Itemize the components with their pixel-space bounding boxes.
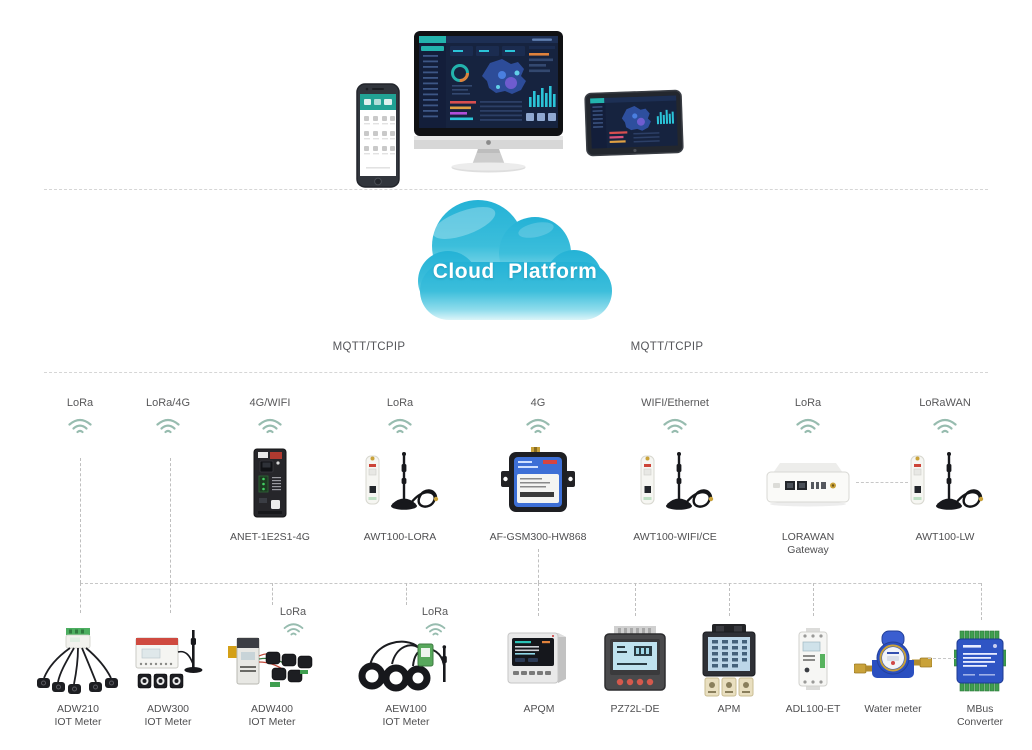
- protocol-label-left: MQTT/TCPIP: [332, 341, 406, 353]
- drop-line: [538, 583, 539, 616]
- desktop-monitor-image: [414, 31, 564, 175]
- cloud-shape: [406, 196, 624, 330]
- drop-line: [729, 583, 730, 616]
- wifi-icon: [525, 415, 551, 435]
- awt100-lora-device-image: [364, 448, 440, 514]
- apm-device-image: [698, 624, 760, 698]
- gateway-node-link-line: [856, 482, 908, 483]
- pz72l-de-device-image: [604, 626, 666, 692]
- drop-line: [80, 458, 81, 583]
- wifi-icon: [67, 415, 93, 435]
- af-gsm300-hw868-device-image: [501, 447, 575, 515]
- meter-node-link-line: [928, 658, 956, 659]
- cloud-platform-label: Cloud Platform: [432, 260, 598, 283]
- meter-label-apqm: APQM: [523, 703, 555, 715]
- conn-label-lora-adw400: LoRa: [279, 606, 307, 618]
- wifi-icon: [932, 415, 958, 435]
- meter-label-water: Water meter: [864, 703, 922, 715]
- water-meter-device-image: [854, 630, 932, 688]
- conn-label-4g: 4G: [530, 397, 546, 409]
- gateway-name-awt100lora: AWT100-LORA: [363, 531, 437, 543]
- wifi-icon: [282, 620, 305, 637]
- anet-1e2s1-4g-device-image: [251, 448, 289, 518]
- lorawan-gateway-device-image: [763, 461, 853, 507]
- drop-line: [80, 583, 81, 613]
- conn-label-4gwifi: 4G/WIFI: [249, 397, 291, 409]
- adw300-device-image: [132, 630, 210, 698]
- adw210-device-image: [36, 628, 120, 698]
- gateway-name-awt100lw: AWT100-LW: [915, 531, 975, 543]
- drop-line: [981, 583, 982, 620]
- drop-line: [635, 583, 636, 616]
- aew100-device-image: [356, 634, 456, 696]
- conn-label-lora-aew100: LoRa: [421, 606, 449, 618]
- drop-line: [170, 458, 171, 583]
- protocol-label-right: MQTT/TCPIP: [630, 341, 704, 353]
- conn-label-lora-1: LoRa: [66, 397, 94, 409]
- mbus-converter-device-image: [954, 630, 1006, 692]
- bus-line: [80, 583, 981, 584]
- adl100-et-device-image: [796, 628, 830, 690]
- wifi-icon: [424, 620, 447, 637]
- conn-label-lorawan: LoRaWAN: [919, 397, 971, 409]
- separator-line-middle: [44, 372, 988, 373]
- wifi-icon: [257, 415, 283, 435]
- wifi-icon: [155, 415, 181, 435]
- tablet-image: [584, 89, 684, 157]
- drop-line: [813, 583, 814, 616]
- meter-label-apm: APM: [717, 703, 741, 715]
- conn-label-lora-3: LoRa: [794, 397, 822, 409]
- drop-line: [272, 583, 273, 605]
- conn-label-wifi-eth: WIFI/Ethernet: [641, 397, 709, 409]
- separator-line-top: [44, 189, 988, 190]
- gateway-name-anet: ANET-1E2S1-4G: [230, 531, 310, 543]
- adw400-device-image: [228, 636, 316, 692]
- drop-line: [406, 583, 407, 605]
- wifi-icon: [387, 415, 413, 435]
- drop-line: [538, 549, 539, 583]
- smartphone-image: [356, 83, 400, 189]
- gateway-name-afgsm300: AF-GSM300-HW868: [489, 531, 587, 543]
- wifi-icon: [795, 415, 821, 435]
- apqm-device-image: [506, 627, 572, 687]
- awt100-wifi-ce-device-image: [639, 448, 715, 514]
- conn-label-lora-2: LoRa: [386, 397, 414, 409]
- conn-label-lora4g: LoRa/4G: [145, 397, 191, 409]
- gateway-name-awt100wifi: AWT100-WIFI/CE: [633, 531, 717, 543]
- meter-label-pz72l: PZ72L-DE: [610, 703, 660, 715]
- drop-line: [170, 583, 171, 613]
- wifi-icon: [662, 415, 688, 435]
- meter-label-adl100: ADL100-ET: [785, 703, 841, 715]
- awt100-lw-device-image: [909, 448, 985, 514]
